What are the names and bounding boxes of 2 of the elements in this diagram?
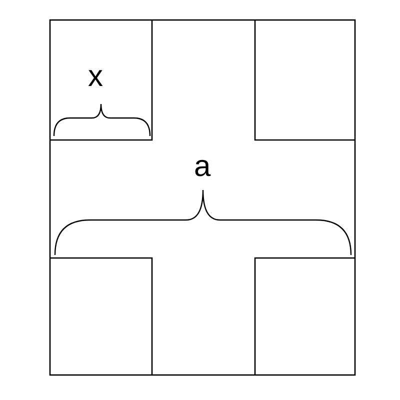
dimension-label: a [194, 152, 211, 182]
dimension-label: x [88, 62, 103, 92]
